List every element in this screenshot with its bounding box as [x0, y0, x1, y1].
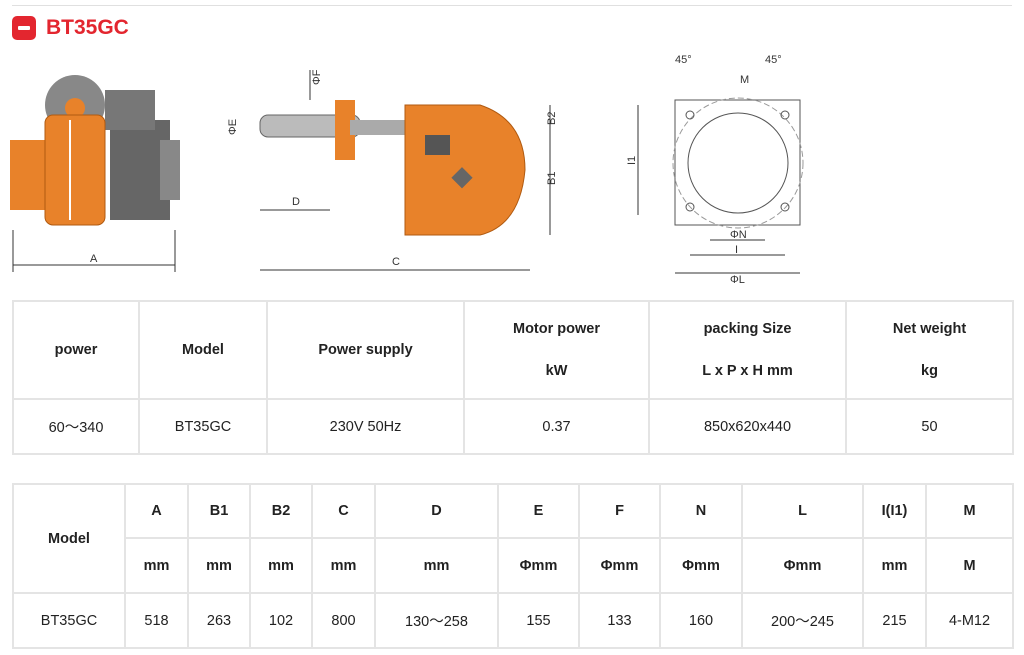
cell: 155 [497, 592, 580, 649]
dim-label-i: I [735, 244, 738, 256]
cell: 215 [862, 592, 927, 649]
header-dim: B1 [187, 483, 251, 539]
header-power: power [12, 300, 140, 400]
dim-label-angle-left: 45° [675, 54, 692, 66]
dim-label-angle-right: 45° [765, 54, 782, 66]
dim-label-phi-l: ΦL [730, 274, 745, 285]
unit: mm [374, 537, 499, 594]
cell: 4-M12 [925, 592, 1014, 649]
cell: 60～340 [12, 398, 140, 455]
header-unit: L x P x H mm [702, 363, 793, 379]
cell: BT35GC [138, 398, 268, 455]
burner-side-view: A [10, 75, 180, 272]
unit: Φmm [659, 537, 743, 594]
header-packing-size: packing Size L x P x H mm [648, 300, 847, 400]
header-model: Model [12, 483, 126, 594]
cell: 800 [311, 592, 376, 649]
unit: mm [124, 537, 189, 594]
unit: mm [249, 537, 313, 594]
cell: 0.37 [463, 398, 650, 455]
header-dim: D [374, 483, 499, 539]
cell: 200～245 [741, 592, 864, 649]
header-unit: kW [545, 363, 568, 379]
header-dim: N [659, 483, 743, 539]
dim-label-b2: B2 [546, 112, 558, 125]
cell: 50 [845, 398, 1014, 455]
cell: 518 [124, 592, 189, 649]
cell: 230V 50Hz [266, 398, 465, 455]
burner-front-view: C D B1 B2 ΦE ΦF [227, 69, 558, 271]
dim-label-b1: B1 [546, 172, 558, 185]
cell: 850x620x440 [648, 398, 847, 455]
table-row: 60～340 BT35GC 230V 50Hz 0.37 850x620x440… [12, 398, 1014, 455]
header-unit: kg [921, 363, 938, 379]
section-header[interactable]: BT35GC [12, 16, 129, 40]
collapse-icon[interactable] [12, 16, 36, 40]
header-dim: E [497, 483, 580, 539]
dim-label-phi-e: ΦE [227, 119, 239, 135]
section-title: BT35GC [46, 16, 129, 39]
dim-label-phi-n: ΦN [730, 229, 747, 241]
dim-label-a: A [90, 253, 98, 265]
header-dim: C [311, 483, 376, 539]
cell: 133 [578, 592, 661, 649]
header-dim: A [124, 483, 189, 539]
header-line: Motor power [513, 321, 600, 337]
unit: Φmm [578, 537, 661, 594]
header-model: Model [138, 300, 268, 400]
header-line: Net weight [892, 321, 967, 337]
header-line: packing Size [703, 321, 792, 337]
table-row: BT35GC 518 263 102 800 130～258 155 133 1… [12, 592, 1014, 649]
cell: 102 [249, 592, 313, 649]
dim-label-d: D [292, 196, 300, 208]
header-dim: I(I1) [862, 483, 927, 539]
dimensions-table: Model A B1 B2 C D E F N L I(I1) M mm mm … [12, 483, 1014, 649]
header-net-weight: Net weight kg [845, 300, 1014, 400]
header-motor-power: Motor power kW [463, 300, 650, 400]
unit: Φmm [741, 537, 864, 594]
header-dim: M [925, 483, 1014, 539]
unit: mm [862, 537, 927, 594]
unit: mm [311, 537, 376, 594]
cell: 263 [187, 592, 251, 649]
header-dim: F [578, 483, 661, 539]
flange-view: 45° 45° M I1 ΦN I ΦL [626, 54, 804, 285]
dim-label-m: M [740, 74, 749, 86]
cell: 160 [659, 592, 743, 649]
header-dim: L [741, 483, 864, 539]
dim-label-phi-f: ΦF [311, 69, 323, 85]
unit: M [925, 537, 1014, 594]
cell: 130～258 [374, 592, 499, 649]
header-power-supply: Power supply [266, 300, 465, 400]
header-dim: B2 [249, 483, 313, 539]
top-divider [12, 5, 1012, 6]
dim-label-i1: I1 [626, 156, 638, 165]
unit: mm [187, 537, 251, 594]
dim-label-c: C [392, 256, 400, 268]
specs-table: power Model Power supply Motor power kW p… [12, 300, 1014, 455]
cell: BT35GC [12, 592, 126, 649]
unit: Φmm [497, 537, 580, 594]
